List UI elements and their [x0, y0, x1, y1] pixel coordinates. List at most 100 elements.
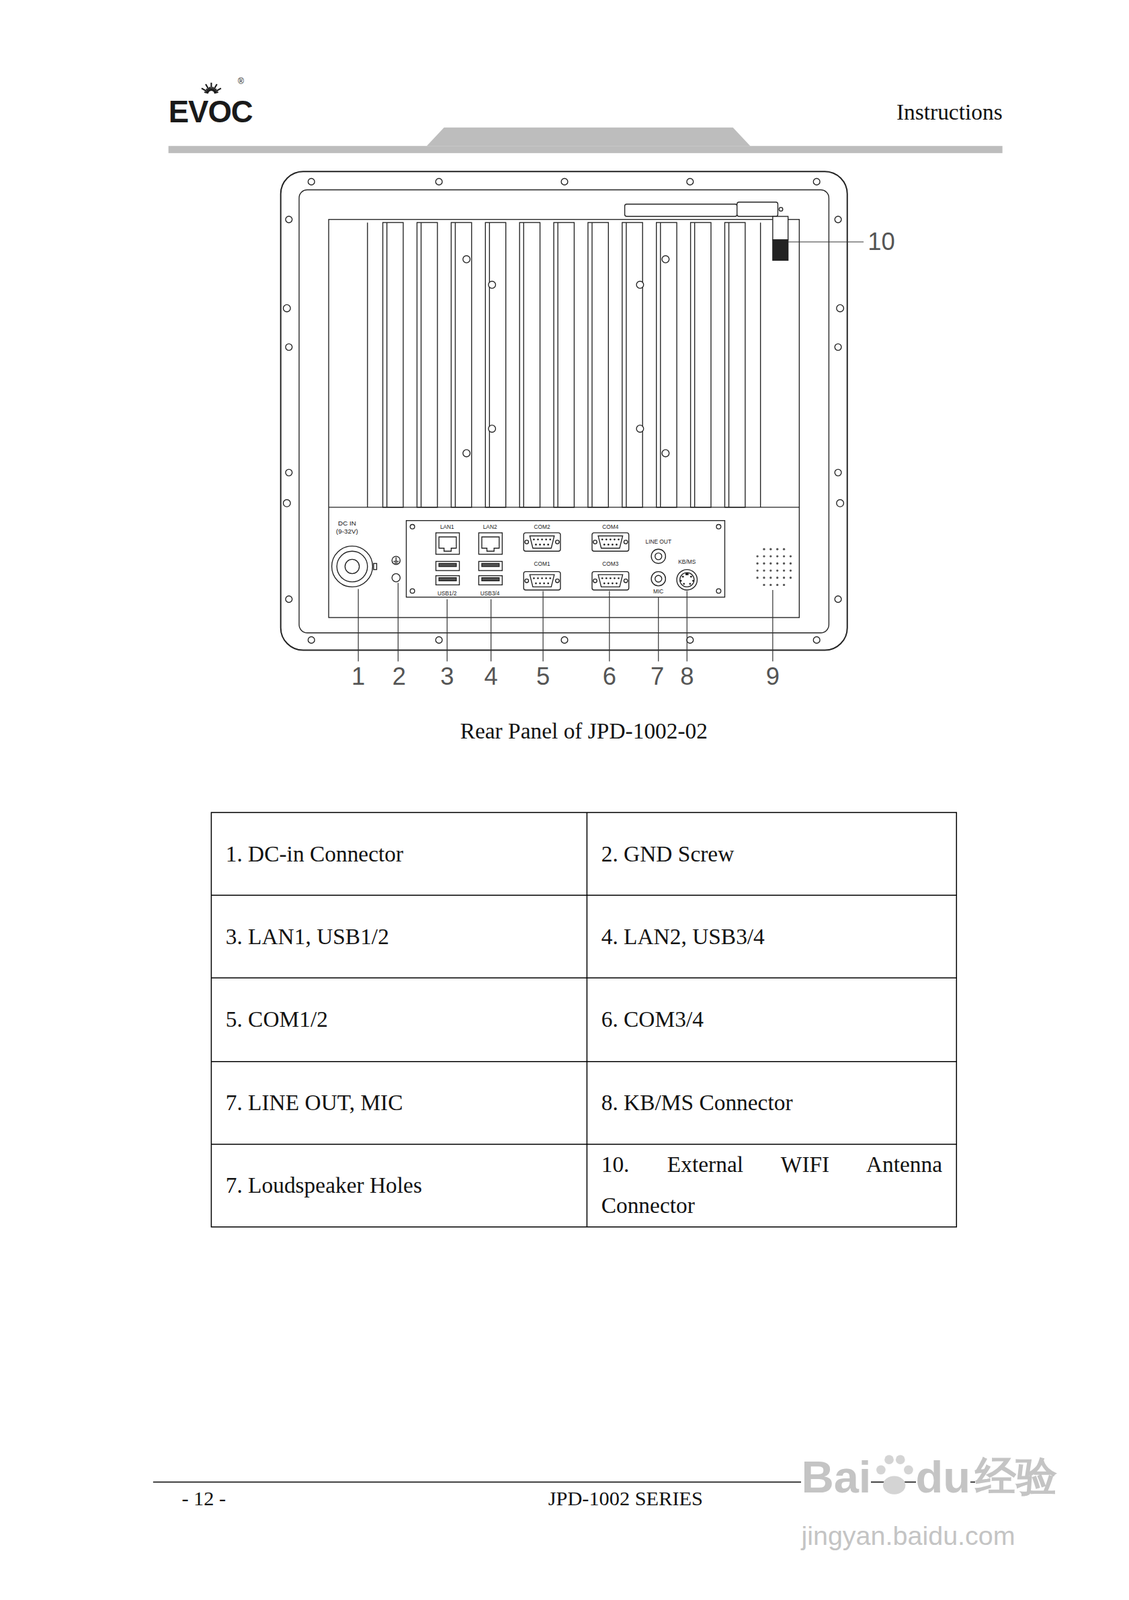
com-pin [613, 538, 616, 541]
callout-number: 1 [351, 662, 365, 691]
speaker-hole [762, 569, 765, 572]
com-pin [605, 538, 608, 541]
housing-screw [285, 469, 293, 476]
callout-number: 9 [766, 662, 780, 691]
table-rule [211, 977, 957, 979]
housing-hole [283, 304, 291, 312]
housing-screw [307, 637, 315, 644]
audio-jack [655, 575, 662, 582]
housing-screw [435, 637, 443, 644]
com-pin [540, 538, 543, 541]
com-screw [524, 540, 529, 544]
ps2-pin [692, 579, 695, 582]
port-label: COM3 [602, 561, 619, 568]
com-pin [607, 582, 610, 585]
table-rule [211, 1061, 957, 1063]
com-pin [545, 577, 548, 580]
audio-jack [651, 571, 666, 587]
com-port-shell [598, 574, 623, 587]
ps2-pin [690, 575, 693, 578]
table-cell: 6. COM3/4 [601, 1006, 943, 1033]
ps2-port [680, 572, 695, 587]
housing-screw [834, 469, 842, 476]
housing-screw [435, 178, 443, 186]
plate-screw [409, 588, 415, 594]
table-cell: 8. KB/MS Connector [601, 1089, 943, 1115]
speaker-hole [762, 562, 765, 565]
heatsink-slot [656, 222, 677, 508]
mount-hole [661, 449, 670, 457]
housing-hole [836, 499, 845, 508]
housing-screw [834, 344, 842, 351]
housing-screw [561, 178, 568, 186]
logo-star [214, 92, 219, 94]
com-pin [549, 577, 552, 580]
table-cell: 10. External WIFI Antenna Connector [601, 1143, 943, 1228]
com-port [523, 532, 561, 552]
com-pin [603, 543, 606, 546]
port-label: DC IN [338, 520, 357, 528]
speaker-hole [756, 562, 759, 565]
watermark: du [915, 1451, 972, 1504]
com-screw [555, 579, 560, 583]
callout-number: 2 [392, 662, 406, 691]
port-label: USB1/2 [437, 590, 457, 598]
com-port-shell [529, 535, 554, 548]
leader-line [358, 588, 359, 662]
table-rule [586, 812, 589, 1228]
speaker-hole [789, 555, 792, 558]
com-screw [555, 540, 560, 544]
speaker-hole [769, 576, 772, 579]
heatsink-slot [383, 222, 404, 508]
housing-screw [813, 178, 820, 186]
antenna [624, 204, 738, 217]
mount-hole [488, 425, 496, 433]
com-pin [536, 538, 539, 541]
audio-jack [655, 553, 662, 560]
dc-in-connector [331, 546, 373, 588]
com-pin [549, 538, 552, 541]
port-label: LINE OUT [645, 538, 671, 546]
heatsink-slot-edge [454, 222, 456, 508]
callout-number: 6 [602, 662, 617, 691]
com-pin [538, 543, 541, 546]
ps2-port [676, 569, 697, 591]
table-cell: 3. LAN1, USB1/2 [225, 924, 573, 950]
footer-title: JPD-1002 SERIES [548, 1486, 703, 1511]
com-pin [611, 543, 614, 546]
speaker-hole [776, 583, 779, 587]
antenna-connector [772, 239, 789, 261]
usb-port [478, 575, 503, 586]
port-label: LAN2 [483, 524, 498, 532]
housing-screw [285, 344, 293, 351]
com-pin [609, 577, 612, 580]
watermark-paw [876, 1465, 886, 1476]
callout-number: 4 [483, 662, 498, 691]
table-cell: 7. Loudspeaker Holes [225, 1172, 573, 1198]
housing-screw [834, 596, 842, 603]
com-screw [524, 579, 529, 583]
housing-screw [285, 596, 293, 603]
housing-screw [686, 178, 694, 186]
com-pin [617, 577, 620, 580]
registered-mark: ® [237, 77, 244, 87]
com-pin [534, 543, 537, 546]
heatsink-slot [519, 222, 540, 508]
speaker-hole [782, 576, 785, 579]
speaker-hole [776, 562, 779, 565]
speaker-hole [769, 562, 772, 565]
table-rule [211, 894, 957, 896]
housing-hole [283, 499, 291, 508]
speaker-hole [782, 555, 785, 558]
heatsink-slot-edge [728, 222, 730, 508]
heatsink-slot [690, 222, 712, 508]
mount-hole [488, 280, 496, 289]
com-pin [536, 577, 539, 580]
com-port [592, 532, 630, 552]
com-screw [623, 579, 627, 583]
gnd-symbol [394, 562, 398, 564]
heatsink-slot [417, 222, 438, 508]
speaker-hole [782, 548, 785, 551]
usb-port [436, 561, 460, 571]
